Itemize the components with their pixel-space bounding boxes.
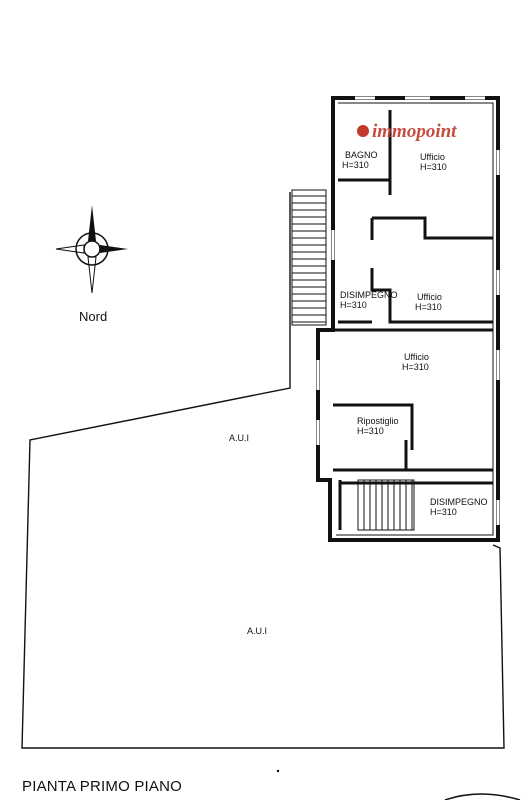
compass-rose-icon bbox=[55, 205, 128, 294]
area-aui-lower: A.U.I bbox=[247, 626, 267, 636]
external-stair bbox=[291, 189, 327, 326]
area-boundary bbox=[21, 192, 505, 749]
svg-text:immopoint: immopoint bbox=[372, 121, 457, 142]
page-title: PIANTA PRIMO PIANO bbox=[22, 778, 183, 795]
internal-stair-steps bbox=[363, 480, 413, 530]
area-aui-upper: A.U.I bbox=[229, 433, 249, 443]
room-ufficio-1-height: H=310 bbox=[420, 162, 447, 172]
corner-arc bbox=[444, 793, 521, 800]
dot-mark bbox=[276, 769, 280, 773]
window-marks bbox=[316, 96, 500, 525]
room-ripostiglio-height: H=310 bbox=[357, 426, 384, 436]
room-disimpegno-1-name: DISIMPEGNO bbox=[340, 290, 398, 300]
room-bagno-name: BAGNO bbox=[345, 150, 378, 160]
room-bagno-height: H=310 bbox=[342, 160, 369, 170]
external-stair-steps bbox=[292, 195, 326, 323]
interior-walls bbox=[333, 110, 493, 530]
room-disimpegno-2-height: H=310 bbox=[430, 507, 457, 517]
room-disimpegno-1-height: H=310 bbox=[340, 300, 367, 310]
room-ufficio-2-height: H=310 bbox=[415, 302, 442, 312]
building-inner-wall bbox=[336, 102, 494, 536]
room-ufficio-3-name: Ufficio bbox=[404, 352, 429, 362]
building-outer-wall bbox=[316, 96, 500, 542]
immopoint-logo: immopoint bbox=[357, 121, 457, 142]
room-ufficio-1-name: Ufficio bbox=[420, 152, 445, 162]
room-ufficio-2-name: Ufficio bbox=[417, 292, 442, 302]
room-ripostiglio-name: Ripostiglio bbox=[357, 416, 399, 426]
room-ufficio-3-height: H=310 bbox=[402, 362, 429, 372]
room-disimpegno-2-name: DISIMPEGNO bbox=[430, 497, 488, 507]
internal-stair bbox=[357, 479, 415, 531]
compass-label: Nord bbox=[79, 309, 108, 324]
